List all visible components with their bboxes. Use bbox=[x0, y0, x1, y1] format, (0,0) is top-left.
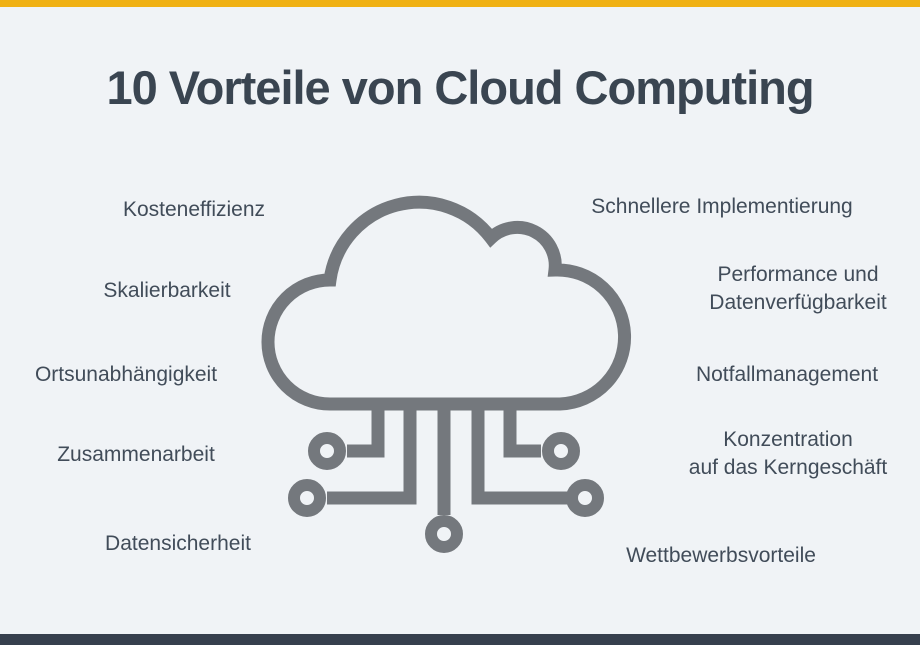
benefit-label-zusammenarbeit: Zusammenarbeit bbox=[57, 443, 215, 466]
top-accent-bar bbox=[0, 0, 920, 7]
benefit-label-wettbewerbsvorteile: Wettbewerbsvorteile bbox=[626, 544, 816, 567]
circuit-node bbox=[308, 432, 346, 470]
circuit-trace bbox=[347, 398, 385, 458]
benefit-label-datensicherheit: Datensicherheit bbox=[105, 532, 251, 555]
page-title: 10 Vorteile von Cloud Computing bbox=[106, 61, 814, 114]
benefit-label-kosteneffizienz: Kosteneffizienz bbox=[122, 198, 266, 221]
bottom-accent-bar bbox=[0, 634, 920, 645]
circuit-node bbox=[566, 479, 604, 517]
circuit-node bbox=[425, 515, 463, 553]
benefit-label-notfallmanagement: Notfallmanagement bbox=[695, 363, 879, 386]
circuit-node bbox=[288, 479, 326, 517]
circuit-trace bbox=[327, 398, 417, 505]
circuit-trace bbox=[471, 398, 567, 505]
benefit-label-schnellere-implementierung: Schnellere Implementierung bbox=[591, 195, 853, 218]
benefit-label-performance-und-datenverfuegbarkeit: Performance und Datenverfügbarkeit bbox=[709, 263, 887, 314]
benefit-label-konzentration-kerngeschaeft: Konzentration auf das Kerngeschäft bbox=[688, 428, 888, 479]
circuit-node bbox=[542, 432, 580, 470]
cloud-computing-icon bbox=[261, 195, 632, 553]
cloud-outline bbox=[261, 195, 632, 411]
benefit-label-skalierbarkeit: Skalierbarkeit bbox=[103, 279, 231, 302]
benefit-label-ortsunabhaengigkeit: Ortsunabhängigkeit bbox=[34, 363, 218, 386]
circuit-trace bbox=[503, 398, 541, 458]
